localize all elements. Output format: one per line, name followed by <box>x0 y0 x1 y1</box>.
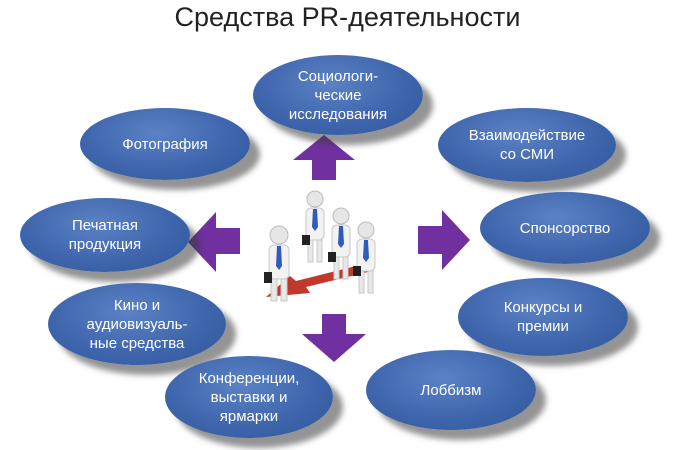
node-sociology: Социологи- ческие исследования <box>253 55 423 135</box>
arrow-right-icon <box>418 210 470 270</box>
node-cinema-label: Кино и аудиовизуаль- ные средства <box>86 296 188 352</box>
arrow-left-icon <box>188 212 240 272</box>
node-print: Печатная продукция <box>20 198 190 272</box>
node-media-label: Взаимодействие со СМИ <box>468 127 586 163</box>
node-media: Взаимодействие со СМИ <box>438 108 616 182</box>
node-photo: Фотография <box>80 108 250 180</box>
arrow-down-icon <box>302 314 366 362</box>
node-print-label: Печатная продукция <box>68 217 142 253</box>
node-cinema: Кино и аудиовизуаль- ные средства <box>48 283 226 365</box>
node-lobby-label: Лоббизм <box>420 381 482 399</box>
node-sociology-label: Социологи- ческие исследования <box>288 67 388 123</box>
node-sponsor: Спонсорство <box>480 192 650 264</box>
node-conferences-label: Конференции, выставки и ярмарки <box>198 369 300 425</box>
diagram-title: Средства PR-деятельности <box>174 2 521 32</box>
node-conferences: Конференции, выставки и ярмарки <box>165 356 333 438</box>
node-contests: Конкурсы и премии <box>458 278 628 356</box>
node-sponsor-label: Спонсорство <box>519 219 611 237</box>
node-photo-label: Фотография <box>122 135 208 153</box>
business-people-group-icon <box>264 190 376 302</box>
node-contests-label: Конкурсы и премии <box>503 299 583 335</box>
node-lobby: Лоббизм <box>366 350 536 430</box>
arrow-up-icon <box>293 135 355 180</box>
